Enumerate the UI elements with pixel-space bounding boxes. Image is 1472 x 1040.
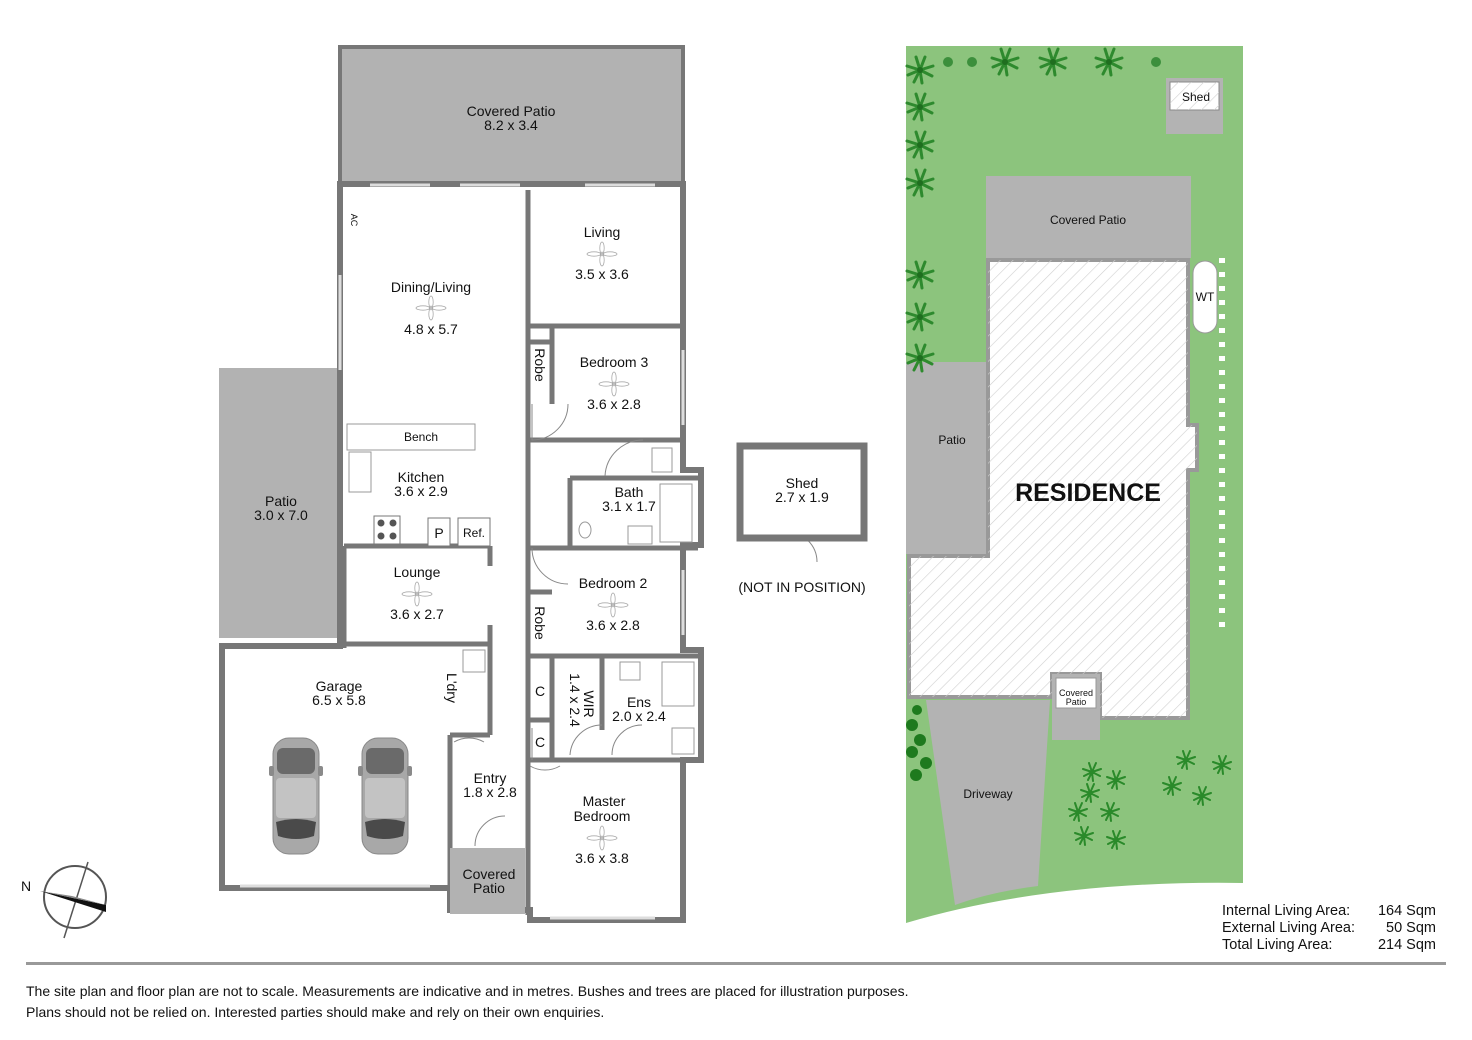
bench	[346, 423, 476, 451]
room-name: Garage	[316, 678, 363, 694]
room-name: Ens	[627, 694, 651, 710]
tree-icons	[905, 47, 1232, 850]
house-outline	[219, 181, 704, 923]
room-dims: 3.1 x 1.7	[602, 498, 656, 514]
car-icon	[357, 737, 413, 855]
robe-label: Robe	[532, 348, 548, 382]
room-name: WIR	[581, 690, 597, 717]
divider	[26, 962, 1446, 965]
room-dims: 1.8 x 2.8	[463, 784, 517, 800]
area-label: Total Living Area:	[1222, 937, 1333, 953]
cupboard-label: C	[535, 734, 545, 750]
stove	[373, 515, 401, 545]
site-residence-label: RESIDENCE	[1015, 479, 1161, 507]
room-dims: 6.5 x 5.8	[312, 692, 366, 708]
room-name: Covered Patio	[467, 103, 556, 119]
site-covered-patio	[986, 176, 1191, 258]
site-driveway	[926, 700, 1050, 905]
pantry-label: P	[434, 525, 443, 541]
area-value: 214 Sqm	[1377, 937, 1436, 953]
area-label: External Living Area:	[1222, 920, 1355, 936]
fridge	[457, 517, 491, 547]
site-covered-patio-label: Covered Patio	[1050, 213, 1126, 227]
room-name: Bedroom 2	[579, 575, 648, 591]
room-name: Bedroom	[574, 808, 631, 824]
room-name: Bath	[615, 484, 644, 500]
compass-north-label: N	[21, 878, 31, 894]
room-dims: 3.6 x 2.9	[394, 483, 448, 499]
room-name: Bedroom 3	[580, 354, 649, 370]
shed-note: (NOT IN POSITION)	[738, 579, 865, 595]
laundry-label: L'dry	[444, 673, 460, 703]
area-value: 50 Sqm	[1386, 920, 1436, 936]
shed-dims: 2.7 x 1.9	[775, 489, 829, 505]
site-patio	[906, 362, 988, 554]
room-dims: 3.0 x 7.0	[254, 507, 308, 523]
room-dims: 3.6 x 2.8	[586, 617, 640, 633]
area-row: External Living Area: 50 Sqm	[1222, 920, 1436, 937]
disclaimer: The site plan and floor plan are not to …	[26, 981, 909, 1023]
room-name: Entry	[474, 770, 507, 786]
shed-detail: Shed 2.7 x 1.9 (NOT IN POSITION)	[736, 442, 868, 595]
room-dims: 3.6 x 2.7	[390, 606, 444, 622]
room-name: Patio	[265, 493, 297, 509]
patio-side	[219, 368, 337, 638]
room-dims: 1.4 x 2.4	[567, 673, 583, 727]
interior-walls	[340, 190, 698, 915]
site-plan: Shed Covered Patio Patio Driveway RESIDE…	[905, 46, 1243, 923]
ac-label: AC	[349, 214, 359, 227]
kitchen-sink	[348, 451, 372, 493]
compass-icon: N	[21, 861, 107, 939]
site-small-patio-label: Patio	[1066, 697, 1087, 707]
room-dims: 3.5 x 3.6	[575, 266, 629, 282]
site-driveway-label: Driveway	[963, 787, 1012, 801]
front-patio-label: Patio	[473, 880, 505, 896]
room-dims: 3.6 x 3.8	[575, 850, 629, 866]
site-small-patio-label: Covered	[1059, 688, 1093, 698]
covered-patio-rear	[338, 45, 685, 184]
room-dims: 3.6 x 2.8	[587, 396, 641, 412]
disclaimer-line: The site plan and floor plan are not to …	[26, 983, 909, 999]
shed-name: Shed	[786, 475, 819, 491]
floor-plan-labels: Covered Patio 8.2 x 3.4 Dining/Living 4.…	[254, 103, 666, 896]
bench-label: Bench	[404, 430, 438, 444]
room-dims: 2.0 x 2.4	[612, 708, 666, 724]
robe-label: Robe	[532, 606, 548, 640]
cupboard-label: C	[535, 683, 545, 699]
pantry	[427, 517, 451, 547]
car-icon	[268, 737, 324, 855]
fridge-label: Ref.	[463, 526, 485, 540]
room-dims: 8.2 x 3.4	[484, 117, 538, 133]
area-row: Internal Living Area: 164 Sqm	[1222, 903, 1436, 920]
front-patio-label: Covered	[463, 866, 516, 882]
water-tank	[1192, 260, 1218, 334]
site-patio-label: Patio	[938, 433, 966, 447]
room-name: Kitchen	[398, 469, 445, 485]
area-value: 164 Sqm	[1377, 903, 1436, 919]
area-summary: Internal Living Area: 164 Sqm External L…	[1222, 903, 1436, 954]
water-tank-label: WT	[1196, 290, 1215, 304]
room-name: Living	[584, 224, 621, 240]
room-name: Dining/Living	[391, 279, 471, 295]
site-shed-label: Shed	[1182, 90, 1210, 104]
area-label: Internal Living Area:	[1222, 903, 1351, 919]
room-name: Master	[583, 793, 626, 809]
area-row: Total Living Area: 214 Sqm	[1222, 937, 1436, 954]
room-name: Lounge	[394, 564, 441, 580]
covered-patio-front	[450, 848, 525, 914]
disclaimer-line: Plans should not be relied on. Intereste…	[26, 1004, 605, 1020]
room-dims: 4.8 x 5.7	[404, 321, 458, 337]
